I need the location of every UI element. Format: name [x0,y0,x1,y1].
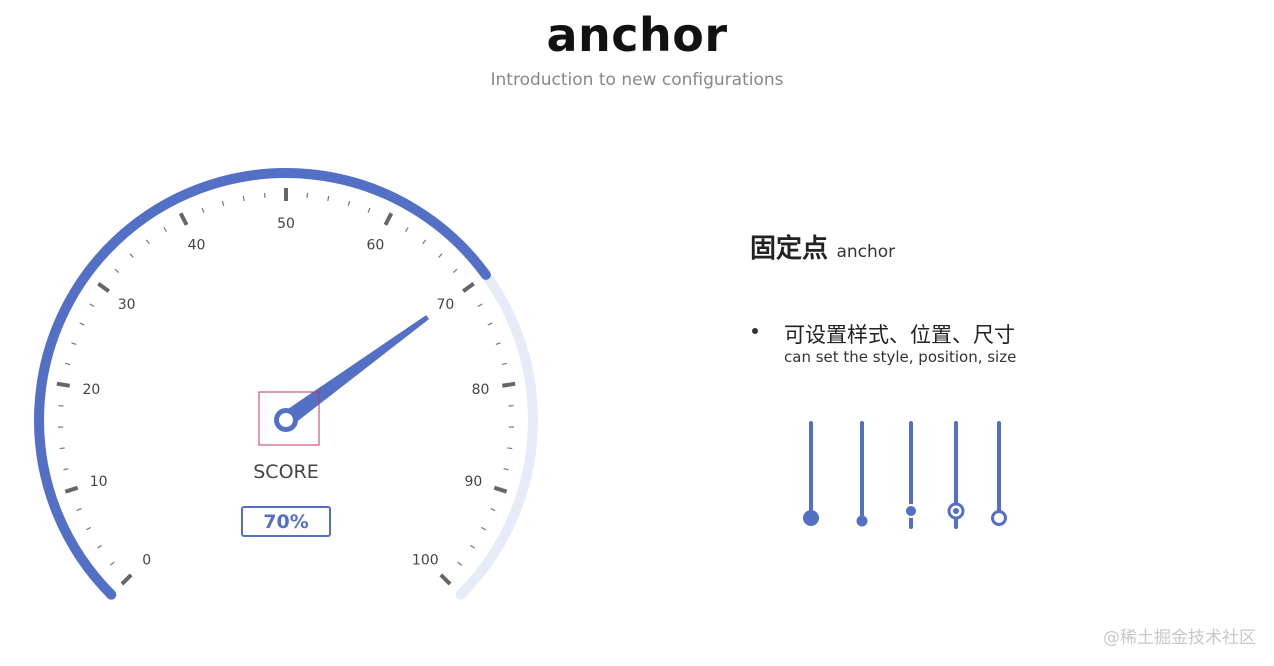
gauge-label: SCORE [253,461,319,483]
gauge-minor-tick [507,447,513,450]
hollow-ring-icon [991,421,1007,526]
bullet-icon [752,328,758,334]
gauge-tick-labels: 0 10 20 30 40 50 60 70 80 90 100 [83,216,490,568]
gauge-chart: 0 10 20 30 40 50 60 70 80 90 100 SCORE 70% [34,168,538,600]
gauge-major-tick [97,282,111,293]
gauge-minor-tick [201,207,205,213]
gauge-major-tick [178,212,189,226]
gauge-minor-tick [470,544,475,549]
gauge-minor-tick [367,207,371,213]
gauge-arcs [34,168,538,600]
gauge-value-text: 70% [263,511,308,533]
offset-dot-icon [904,421,918,529]
gauge-major-tick [56,381,71,388]
bullet-text-en: can set the style, position, size [784,348,1017,366]
gauge-minor-tick [422,239,427,245]
gauge-minor-tick [89,303,95,307]
gauge-tick-label: 10 [90,474,108,490]
gauge-minor-tick [59,447,65,450]
gauge-minor-tick [145,239,150,245]
anchor-style-examples [803,421,1007,529]
gauge-minor-tick [347,200,351,207]
gauge-major-tick [64,485,79,494]
gauge-tick-label: 80 [472,382,490,398]
gauge-tick-label: 0 [142,552,151,568]
gauge-minor-tick [79,322,85,326]
gauge-major-tick [493,485,508,494]
gauge-minor-tick [85,526,91,531]
ring-dot-icon [947,421,965,529]
gauge-minor-tick [163,227,168,233]
gauge-progress-arc [34,168,491,600]
gauge-minor-tick [495,342,501,346]
gauge-minor-tick [501,362,507,366]
page-title: anchor [546,8,728,62]
gauge-tick-label: 30 [118,297,136,313]
gauge-minor-tick [438,253,443,258]
gauge-tick-label: 40 [188,237,206,253]
gauge-minor-tick [404,227,409,233]
gauge-minor-tick [477,303,483,307]
gauge-major-tick [439,573,452,586]
gauge-minor-tick [490,508,496,512]
gauge-pointer-group [258,315,430,446]
section-heading: 固定点 anchor [750,228,895,265]
bullet-text-zh: 可设置样式、位置、尺寸 [784,323,1015,347]
gauge-minor-tick [97,544,102,549]
gauge-anchor-inner [279,413,293,427]
gauge-minor-tick [76,508,82,512]
gauge-minor-tick [487,322,493,326]
gauge-pointer [281,315,430,427]
gauge-minor-tick [114,268,120,273]
gauge-tick-label: 20 [83,382,101,398]
section-title: 固定点 [750,234,829,264]
gauge-minor-tick [63,468,69,471]
gauge-tick-label: 60 [367,237,385,253]
gauge-minor-tick [503,468,509,471]
large-filled-dot-icon [803,421,819,526]
gauge-tick-label: 90 [464,474,482,490]
section-title-en: anchor [836,242,896,262]
gauge-minor-tick [129,253,134,258]
gauge-major-tick [461,282,475,293]
gauge-minor-tick [221,200,225,207]
gauge-value-box [241,506,331,537]
gauge-ticks [56,188,516,586]
gauge-minor-tick [457,561,463,566]
gauge-minor-tick [481,526,487,531]
gauge-tick-label: 100 [412,552,439,568]
gauge-minor-tick [109,561,115,566]
page-subtitle: Introduction to new configurations [490,70,784,90]
gauge-minor-tick [242,195,245,202]
small-filled-dot-icon [856,421,868,527]
gauge-tick-label: 70 [436,297,454,313]
gauge-minor-tick [327,195,330,202]
gauge-minor-tick [65,362,71,366]
watermark: @稀土掘金技术社区 [1103,628,1256,648]
gauge-major-tick [501,381,516,388]
gauge-tick-label: 50 [277,216,295,232]
gauge-minor-tick [71,342,77,346]
gauge-major-tick [120,573,133,586]
gauge-minor-tick [452,268,458,273]
anchor-highlight-box [258,391,320,446]
gauge-major-tick [383,212,394,226]
